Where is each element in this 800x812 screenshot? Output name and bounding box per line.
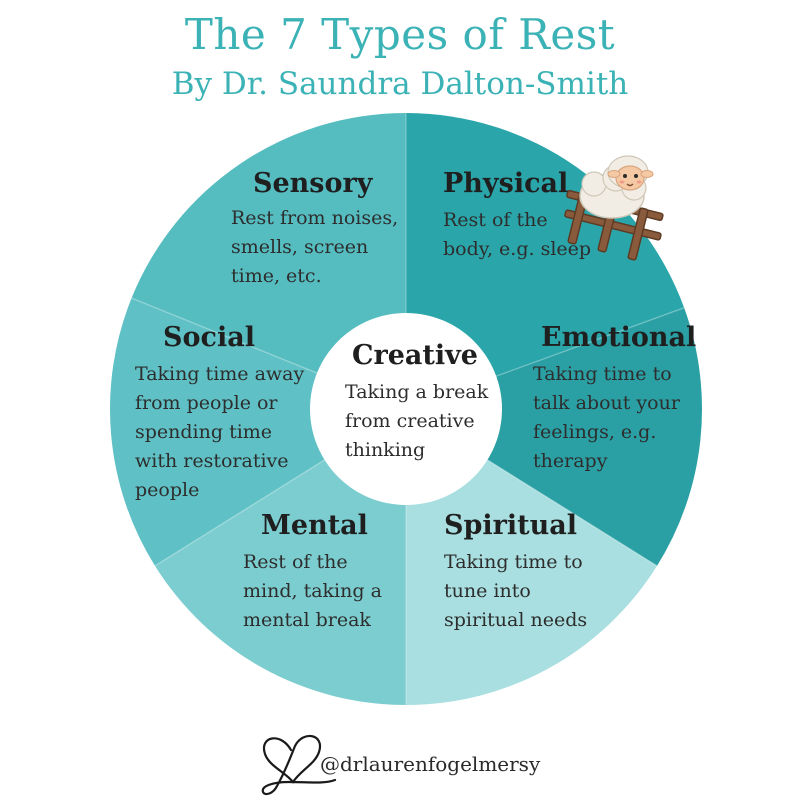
segment-sensory: Sensory Rest from noises, smells, screen… [231, 168, 398, 291]
wheel-segments [110, 113, 702, 705]
segment-physical: Physical Rest of the body, e.g. sleep [443, 168, 591, 264]
page-subtitle: By Dr. Saundra Dalton-Smith [171, 66, 629, 102]
center-creative-title: Creative [352, 340, 478, 371]
segment-sensory-title: Sensory [253, 168, 373, 199]
sheep-jumping-fence-icon [564, 155, 664, 261]
segment-social: Social Taking time away from people or s… [135, 322, 304, 505]
segment-sensory-wedge [131, 113, 406, 409]
segment-spiritual: Spiritual Taking time to tune into spiri… [444, 510, 587, 635]
center-creative-description: Taking a break from creative thinking [345, 381, 489, 461]
segment-mental-title: Mental [261, 510, 368, 541]
segment-physical-wedge [406, 113, 685, 409]
segment-physical-description: Rest of the body, e.g. sleep [443, 209, 592, 260]
segment-social-description: Taking time away from people or spending… [135, 363, 305, 501]
segment-mental: Mental Rest of the mind, taking a mental… [243, 510, 382, 635]
segment-spiritual-description: Taking time to tune into spiritual needs [444, 551, 588, 631]
segment-spiritual-title: Spiritual [444, 510, 577, 541]
segment-social-title: Social [163, 322, 255, 353]
footer-handle: @drlaurenfogelmersy [320, 752, 541, 776]
segment-social-wedge [110, 298, 407, 566]
center-circle [310, 313, 502, 505]
segment-emotional: Emotional Taking time to talk about your… [533, 322, 696, 476]
page-title: The 7 Types of Rest [184, 10, 616, 59]
center-creative: Creative Taking a break from creative th… [345, 340, 488, 465]
segment-emotional-title: Emotional [541, 322, 697, 353]
segment-emotional-description: Taking time to talk about your feelings,… [533, 363, 680, 472]
segment-mental-description: Rest of the mind, taking a mental break [243, 551, 382, 631]
segment-emotional-wedge [406, 307, 702, 566]
heart-signature-icon [261, 735, 337, 796]
segment-mental-wedge [154, 409, 406, 705]
segment-sensory-description: Rest from noises, smells, screen time, e… [231, 207, 399, 287]
segment-physical-title: Physical [443, 168, 569, 199]
segment-spiritual-wedge [406, 409, 658, 705]
